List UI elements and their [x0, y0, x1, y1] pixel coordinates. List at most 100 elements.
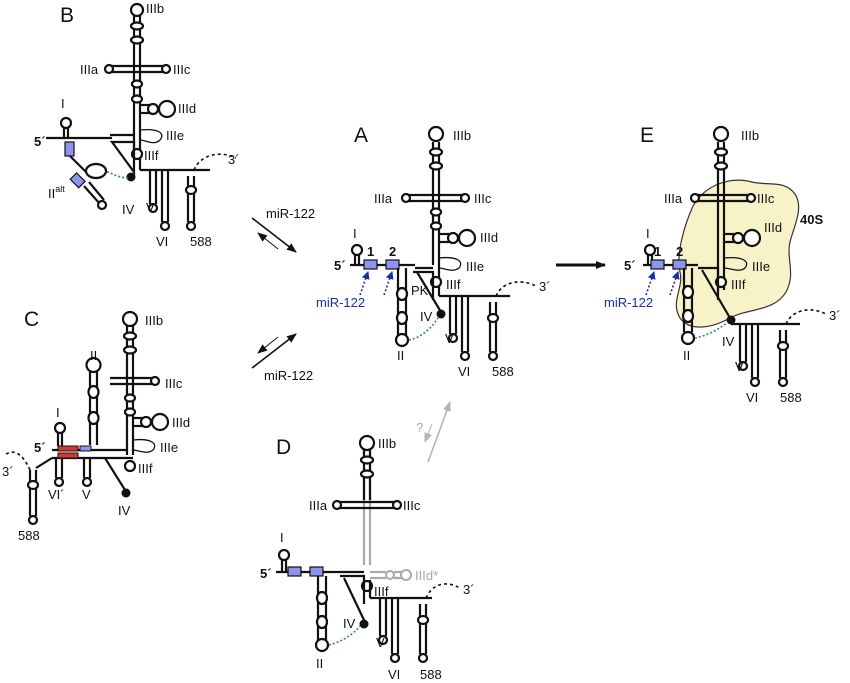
- panel-b-site-2: [69, 172, 86, 189]
- panel-e-iiid-label: IIId: [764, 220, 782, 235]
- panel-c-vi-prime-label: VI´: [48, 487, 65, 502]
- panel-b-iiie-loop: [139, 128, 163, 144]
- panel-e-588-label: 588: [780, 390, 802, 405]
- panel-d-iiid-star-label: IIId*: [415, 568, 438, 583]
- panel-c-iv-label: IV: [118, 503, 131, 518]
- panel-d-iiif-label: IIIf: [374, 584, 389, 599]
- panel-e: 40S E: [604, 124, 841, 405]
- panel-a-letter: A: [354, 124, 368, 147]
- panel-c-iiib-label: IIIb: [145, 313, 163, 328]
- panel-a-pk-label: PK: [411, 283, 429, 298]
- panel-a-iiib-loop: [427, 125, 445, 143]
- ribosome-40s-blob: [675, 179, 800, 328]
- panel-b-iiia-label: IIIa: [80, 62, 99, 77]
- panel-a-site-2: [385, 259, 400, 270]
- panel-c-red-site-1: [57, 445, 79, 452]
- panel-a-iiib-label: IIIb: [453, 128, 471, 143]
- panel-c-letter: C: [24, 308, 39, 331]
- panel-e-40s-label: 40S: [800, 212, 823, 227]
- panel-e-site-1: [650, 259, 665, 270]
- panel-d-ii-label: II: [316, 656, 323, 671]
- panel-a-three-prime: 3´: [539, 279, 551, 294]
- panel-a-site-1: [363, 259, 378, 270]
- panel-d-three-prime: 3´: [463, 582, 475, 597]
- panel-d-five-prime: 5´: [260, 566, 272, 581]
- panel-e-iiic-label: IIIc: [757, 191, 775, 206]
- panel-e-iiia-label: IIIa: [664, 191, 683, 206]
- panel-c-five-prime: 5´: [34, 440, 46, 455]
- panel-a: A: [316, 124, 551, 379]
- panel-a-ii-label: II: [397, 348, 404, 363]
- panel-d-588-label: 588: [420, 667, 442, 682]
- panel-e-v-label: V: [735, 359, 744, 374]
- panel-e-iv-label: IV: [722, 334, 735, 349]
- panel-b-five-prime: 5´: [34, 134, 46, 149]
- panel-e-ii-label: II: [683, 348, 690, 363]
- panel-e-site-1-label: 1: [654, 244, 661, 259]
- panel-b-i-label: I: [61, 96, 65, 111]
- panel-a-i-label: I: [353, 226, 357, 241]
- panel-d-vi-label: VI: [388, 667, 400, 682]
- panel-d-i-label: I: [280, 530, 284, 545]
- arrow-c-a: miR-122: [251, 333, 313, 383]
- panel-a-iv-loop: [436, 309, 446, 319]
- panel-b-site-1: [64, 141, 75, 157]
- panel-c-i-label: I: [56, 405, 60, 420]
- panel-a-site-1-label: 1: [367, 244, 374, 259]
- panel-c-red-site-2: [57, 452, 79, 459]
- panel-d-letter: D: [276, 436, 291, 459]
- panel-b-iiie-label: IIIe: [166, 128, 184, 143]
- panel-e-site-2-label: 2: [676, 244, 683, 259]
- panel-a-iiie-label: IIIe: [466, 259, 484, 274]
- panel-a-mir-label: miR-122: [316, 295, 365, 310]
- panel-b-letter: B: [60, 4, 74, 27]
- panel-d-iiib-label: IIIb: [378, 436, 396, 451]
- panel-e-site-2: [672, 259, 687, 270]
- panel-e-vi-label: VI: [746, 390, 758, 405]
- panel-a-iiia-label: IIIa: [374, 191, 393, 206]
- panel-b-588-label: 588: [190, 234, 212, 249]
- panel-c-588-label: 588: [18, 528, 40, 543]
- panel-c-ii-label: II: [90, 348, 97, 363]
- panel-a-588-label: 588: [492, 364, 514, 379]
- panel-a-vi-label: VI: [458, 364, 470, 379]
- panel-e-i-label: I: [646, 226, 650, 241]
- panel-c-v-label: V: [82, 487, 91, 502]
- arrow-c-a-label: miR-122: [264, 368, 313, 383]
- panel-d-question-mark: ?: [416, 420, 423, 435]
- panel-c-iiic-label: IIIc: [165, 376, 183, 391]
- panel-a-site-2-label: 2: [389, 244, 396, 259]
- panel-b-iiif-label: IIIf: [144, 148, 159, 163]
- panel-e-five-prime: 5´: [624, 258, 636, 273]
- panel-e-iiib-label: IIIb: [741, 128, 759, 143]
- panel-c-three-prime: 3´: [2, 464, 14, 479]
- panel-c-iiie-label: IIIe: [160, 440, 178, 455]
- panel-b-iiid-loop: [157, 99, 177, 119]
- panel-e-iiie-label: IIIe: [752, 259, 770, 274]
- panel-b-three-prime: 3´: [228, 152, 240, 167]
- panel-b-domain-i-loop: [59, 116, 73, 130]
- panel-a-iv-label: IV: [420, 309, 433, 324]
- panel-c-iiif-label: IIIf: [138, 461, 153, 476]
- panel-b-iv-label: IV: [122, 202, 135, 217]
- panel-b-vi-label: VI: [156, 234, 168, 249]
- panel-b-iiib-label: IIIb: [146, 1, 164, 16]
- panel-d-iv-label: IV: [343, 616, 356, 631]
- panel-d: D ?: [260, 401, 475, 682]
- panel-a-iiid-label: IIId: [480, 230, 498, 245]
- panel-a-iiif-label: IIIf: [446, 277, 461, 292]
- panel-a-v-label: V: [445, 331, 454, 346]
- panel-b-iiic-label: IIIc: [173, 62, 191, 77]
- panel-d-iiic-label: IIIc: [403, 498, 421, 513]
- panel-a-iiic-label: IIIc: [474, 191, 492, 206]
- panel-b-iv-loop: [126, 172, 136, 182]
- panel-e-mir-label: miR-122: [604, 295, 653, 310]
- panel-c-iiid-label: IIId: [172, 415, 190, 430]
- panel-e-iiif-label: IIIf: [731, 277, 746, 292]
- panel-d-v-label: V: [376, 635, 385, 650]
- panel-e-three-prime: 3´: [829, 308, 841, 323]
- panel-b-iiid-label: IIId: [178, 101, 196, 116]
- arrow-b-a-label: miR-122: [266, 206, 315, 221]
- arrow-b-a: miR-122: [251, 206, 315, 253]
